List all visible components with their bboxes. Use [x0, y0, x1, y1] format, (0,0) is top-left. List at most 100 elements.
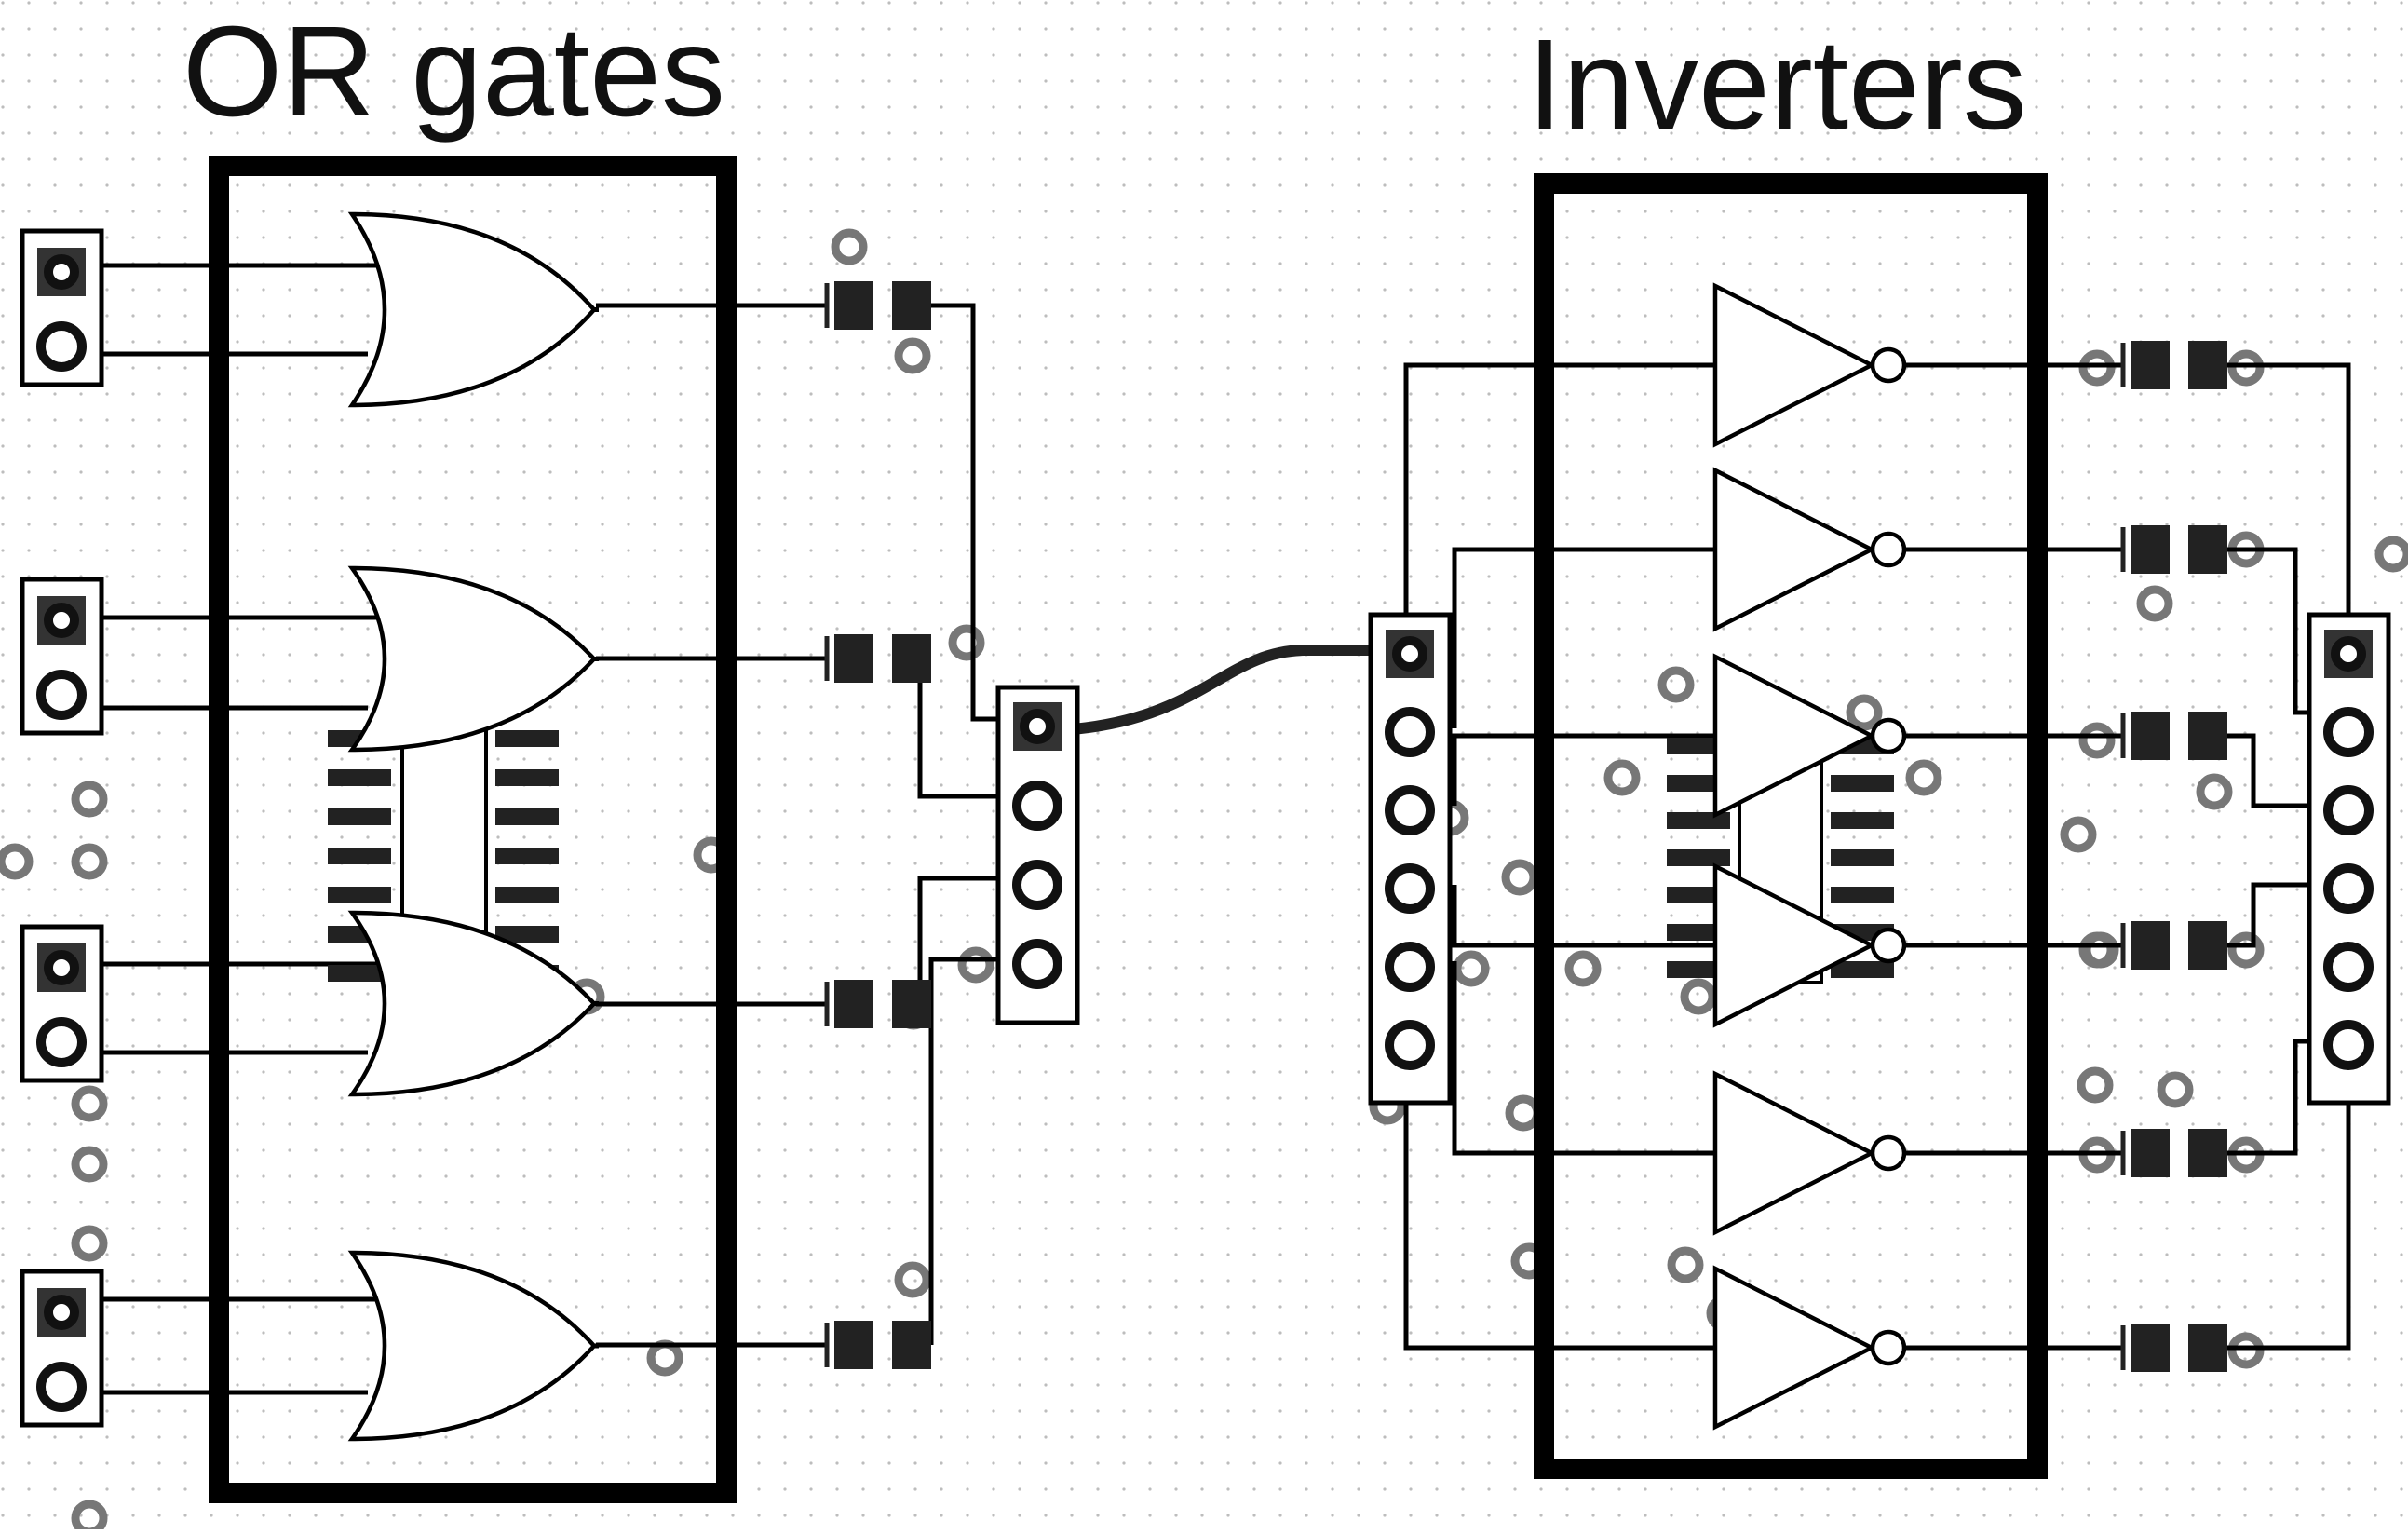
or-out-pads-pad [834, 281, 873, 330]
input-header-pin1-ring [44, 1295, 79, 1330]
inv-trace [1452, 733, 1713, 806]
or-group-box [209, 156, 737, 1503]
inv-trace [1403, 362, 1713, 650]
inverter-gate-bubble [1870, 1134, 1907, 1172]
inverter-gate-bubble [1870, 1329, 1907, 1366]
inverter-ic-pad [1667, 812, 1730, 829]
inv-trace [1452, 885, 1713, 948]
via [1905, 759, 1942, 796]
via [2077, 1066, 2114, 1104]
inverter-output-header-pin [2331, 636, 2366, 672]
inverter-input-header-pin [1385, 707, 1435, 757]
or-ic-pad [495, 926, 559, 943]
via [1667, 1246, 1704, 1283]
input-header-pin2 [36, 1362, 87, 1412]
inverter-input-header-pin [1392, 636, 1427, 672]
or-gates-title: OR gates [183, 0, 725, 143]
or-ic-pad [328, 848, 391, 864]
route-trace [2225, 1041, 2351, 1351]
via [1453, 950, 1490, 987]
inverter-ic-pad [1831, 961, 1894, 978]
via [1564, 950, 1602, 987]
inv-trace [1403, 1041, 1713, 1351]
inverter-output-header-pin [2323, 785, 2374, 835]
via [71, 1146, 108, 1183]
inverter-input-header-pin [1385, 942, 1435, 992]
inverter-group-box [1534, 173, 2048, 1479]
inverter-gate [1712, 467, 1876, 632]
or-out-pads-pad [834, 634, 873, 683]
via [2227, 349, 2265, 387]
or-out-pads-pad [892, 980, 931, 1028]
or-ic-pad [328, 965, 391, 982]
pads-and-headers [20, 228, 2391, 1428]
inverter-gate-bubble [1870, 531, 1907, 568]
inv-out-pads-pad [2131, 921, 2170, 970]
or-ic-pad [495, 769, 559, 786]
or-ic-pad [495, 808, 559, 825]
input-header-pin2 [36, 1017, 87, 1067]
inverter-input-header-pin [1385, 785, 1435, 835]
via [2078, 349, 2116, 387]
via [957, 946, 994, 984]
via [2374, 536, 2408, 573]
via [2078, 722, 2116, 759]
or-out-pads-pad [834, 1321, 873, 1369]
inv-out-pads-pad [2131, 525, 2170, 574]
inverter-gate [1712, 862, 1876, 1028]
inverter-gate-bubble [1870, 346, 1907, 384]
or-ic-pad [328, 808, 391, 825]
via [2078, 931, 2116, 969]
route-trace [917, 658, 1015, 799]
inv-out-pads-pad [2131, 712, 2170, 760]
inv-out-pads-pad [2131, 341, 2170, 389]
inverter-output-header-pin [2323, 863, 2374, 914]
output-header-pin [1012, 781, 1062, 831]
or-out-pads-pad [834, 980, 873, 1028]
inv-trace [1452, 961, 1713, 1156]
or-out-pads-pad [892, 634, 931, 683]
inv-out-pads-pad [2188, 341, 2227, 389]
via [1680, 978, 1717, 1015]
inverter-gate [1712, 282, 1876, 448]
inverter-gate [1712, 1070, 1876, 1236]
or-ic-pad [328, 769, 391, 786]
or-gate [347, 565, 598, 753]
inverter-gate-bubble [1870, 717, 1907, 754]
via [894, 337, 931, 374]
inverter-output-header-pin [2323, 707, 2374, 757]
or-gate [347, 211, 597, 408]
route-trace [917, 876, 1015, 1004]
via [1846, 694, 1883, 731]
output-header-pin [1012, 860, 1062, 910]
inv-out-pads-pad [2188, 712, 2227, 760]
via [71, 843, 108, 880]
via [1657, 666, 1695, 703]
inv-out-pads-pad [2188, 921, 2227, 970]
input-header-pin1-ring [44, 254, 79, 290]
or-out-pads-pad [892, 1321, 931, 1369]
inverter-ic-pad [1831, 775, 1894, 792]
inv-out-pads-pad [2131, 1129, 2170, 1177]
route-trace [928, 957, 1015, 1345]
output-header-pin [1012, 939, 1062, 989]
route-trace [2225, 882, 2337, 948]
inverter-output-header-pin [2323, 1020, 2374, 1070]
inverter-ic-pad [1831, 887, 1894, 903]
inverter-gate-bubble [1870, 927, 1907, 964]
inv-out-pads-pad [2188, 1129, 2227, 1177]
route-trace [2225, 733, 2337, 808]
inverter-output-header-pin [2323, 942, 2374, 992]
via [0, 843, 34, 880]
via [831, 228, 868, 265]
or-ic-pad [495, 848, 559, 864]
via [894, 1261, 931, 1298]
via [2227, 931, 2265, 969]
output-header-pin [1020, 709, 1055, 744]
or-out-pads-pad [892, 281, 931, 330]
or-ic-pad [328, 887, 391, 903]
logic-gates [347, 211, 1907, 1442]
link-cable [1042, 645, 1406, 737]
